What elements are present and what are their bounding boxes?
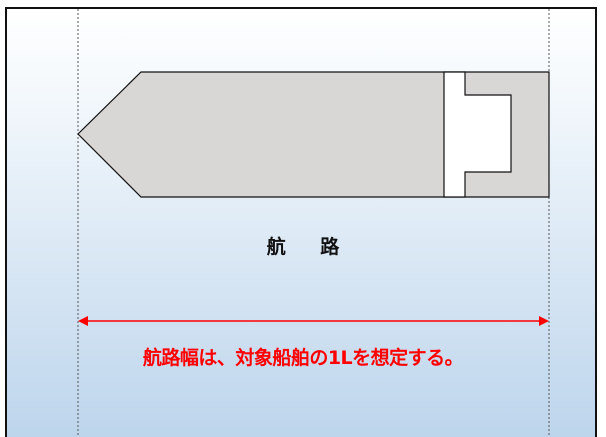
channel-label: 航 路 — [266, 236, 354, 258]
ship-superstructure — [443, 71, 512, 198]
ship-icon — [77, 71, 550, 198]
arrowhead-left-icon — [78, 316, 88, 326]
channel-width-note: 航路幅は、対象船舶の1Lを想定する。 — [142, 347, 464, 369]
channel-width-arrow — [78, 316, 549, 326]
ship-hull — [77, 71, 550, 198]
arrowhead-right-icon — [539, 316, 549, 326]
